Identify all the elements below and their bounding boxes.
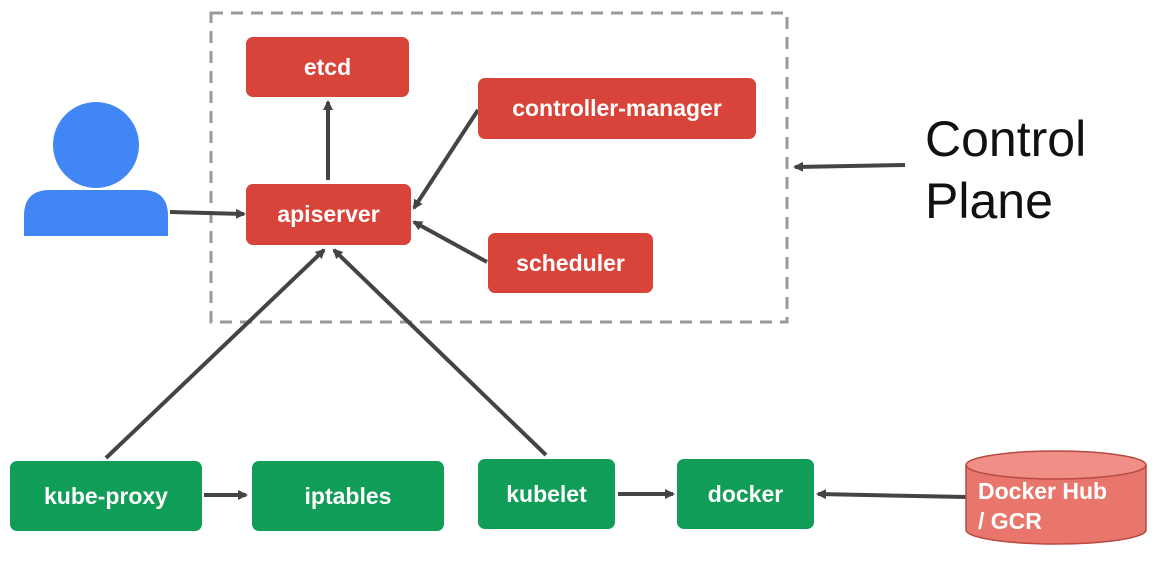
registry-label-line2: / GCR bbox=[978, 508, 1042, 534]
scheduler-node: scheduler bbox=[488, 233, 653, 293]
registry-cylinder: Docker Hub / GCR bbox=[965, 450, 1147, 545]
arrow-kubeproxy-to-apiserver bbox=[104, 248, 326, 460]
arrow-user-to-apiserver bbox=[169, 208, 246, 219]
registry-label-line1: Docker Hub bbox=[978, 478, 1107, 504]
control-plane-label-line2: Plane bbox=[925, 173, 1053, 229]
docker-node: docker bbox=[677, 459, 814, 529]
control-plane-boundary bbox=[209, 11, 789, 324]
kube-proxy-node: kube-proxy bbox=[10, 461, 202, 531]
control-plane-label: Control Plane bbox=[925, 108, 1086, 232]
user-icon bbox=[24, 102, 168, 236]
iptables-node: iptables bbox=[252, 461, 444, 531]
controller-manager-node: controller-manager bbox=[478, 78, 756, 139]
arrow-scheduler-to-apiserver bbox=[412, 220, 488, 264]
control-plane-label-line1: Control bbox=[925, 111, 1087, 167]
arrow-controller-to-apiserver bbox=[412, 108, 480, 210]
arrow-registry-to-docker bbox=[816, 489, 967, 500]
arrow-label-to-control-plane bbox=[793, 161, 906, 172]
etcd-node: etcd bbox=[246, 37, 409, 97]
arrow-kubelet-to-apiserver bbox=[332, 248, 548, 457]
apiserver-node: apiserver bbox=[246, 184, 411, 245]
kubelet-node: kubelet bbox=[478, 459, 615, 529]
